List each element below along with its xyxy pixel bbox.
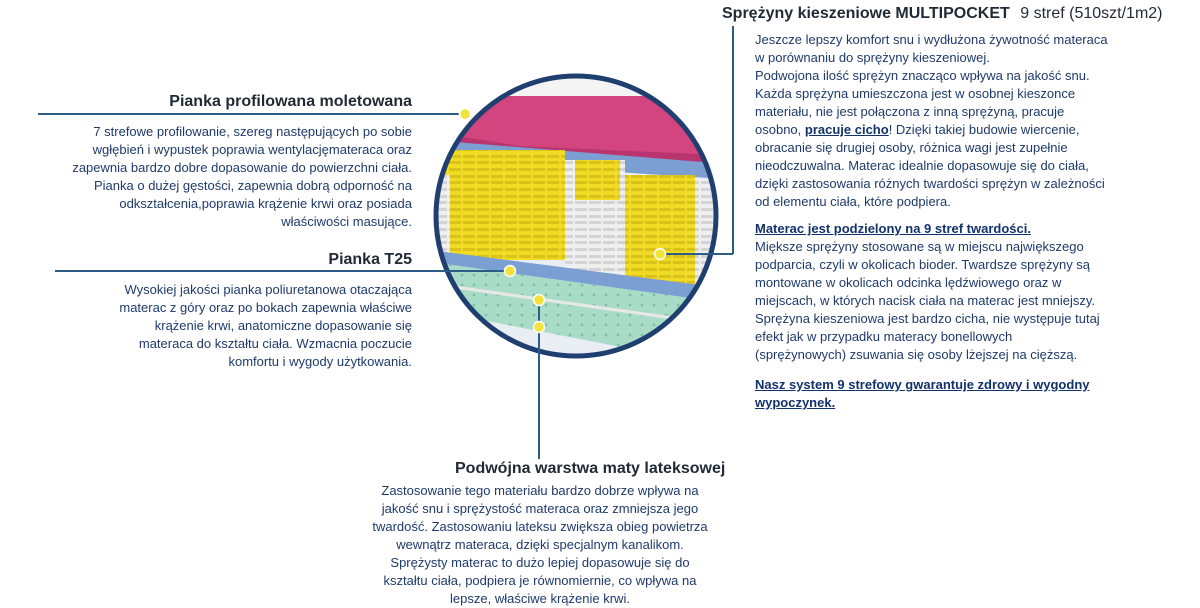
spring-block-yellow-right bbox=[625, 175, 695, 285]
profiled-foam-layer bbox=[440, 96, 716, 160]
profiled-foam-description: 7 strefowe profilowanie, szereg następuj… bbox=[72, 124, 412, 229]
springs-description: Jeszcze lepszy komfort snu i wydłużona ż… bbox=[755, 31, 1195, 211]
springs-title: Sprężyny kieszeniowe MULTIPOCKET 9 stref… bbox=[722, 5, 1163, 23]
marker-springs bbox=[653, 247, 667, 261]
zones-block: Materac jest podzielony na 9 stref tward… bbox=[755, 220, 1195, 364]
guarantee-block: Nasz system 9 strefowy gwarantuje zdrowy… bbox=[755, 376, 1195, 412]
marker-latex-1 bbox=[532, 293, 546, 307]
foam-t25-title: Pianka T25 bbox=[328, 251, 412, 268]
zones-description: Miększe sprężyny stosowane są w miejscu … bbox=[755, 239, 1100, 362]
springs-title-light: 9 stref (510szt/1m2) bbox=[1020, 5, 1163, 22]
springs-title-bold: Sprężyny kieszeniowe MULTIPOCKET bbox=[722, 5, 1010, 22]
marker-foam-t25 bbox=[503, 264, 517, 278]
marker-profiled-foam bbox=[458, 107, 472, 121]
springs-text-part-b: ! Dzięki takiej budowie wiercenie, obrac… bbox=[755, 122, 1105, 209]
foam-t25-description: Wysokiej jakości pianka poliuretanowa ot… bbox=[119, 282, 412, 369]
spring-block-yellow-left bbox=[436, 150, 565, 260]
detail-circle-frame bbox=[433, 73, 719, 359]
zones-heading: Materac jest podzielony na 9 stref tward… bbox=[755, 221, 1031, 236]
latex-title: Podwójna warstwa maty lateksowej bbox=[455, 460, 726, 477]
latex-layer-1 bbox=[436, 262, 716, 330]
springs-text-part-a: Jeszcze lepszy komfort snu i wydłużona ż… bbox=[755, 32, 1108, 137]
quiet-highlight: pracuje cicho bbox=[804, 122, 889, 137]
profiled-foam-title: Pianka profilowana moletowana bbox=[169, 93, 412, 110]
guarantee-text: Nasz system 9 strefowy gwarantuje zdrowy… bbox=[755, 377, 1090, 410]
marker-latex-2 bbox=[532, 320, 546, 334]
latex-description: Zastosowanie tego materiału bardzo dobrz… bbox=[372, 483, 708, 606]
